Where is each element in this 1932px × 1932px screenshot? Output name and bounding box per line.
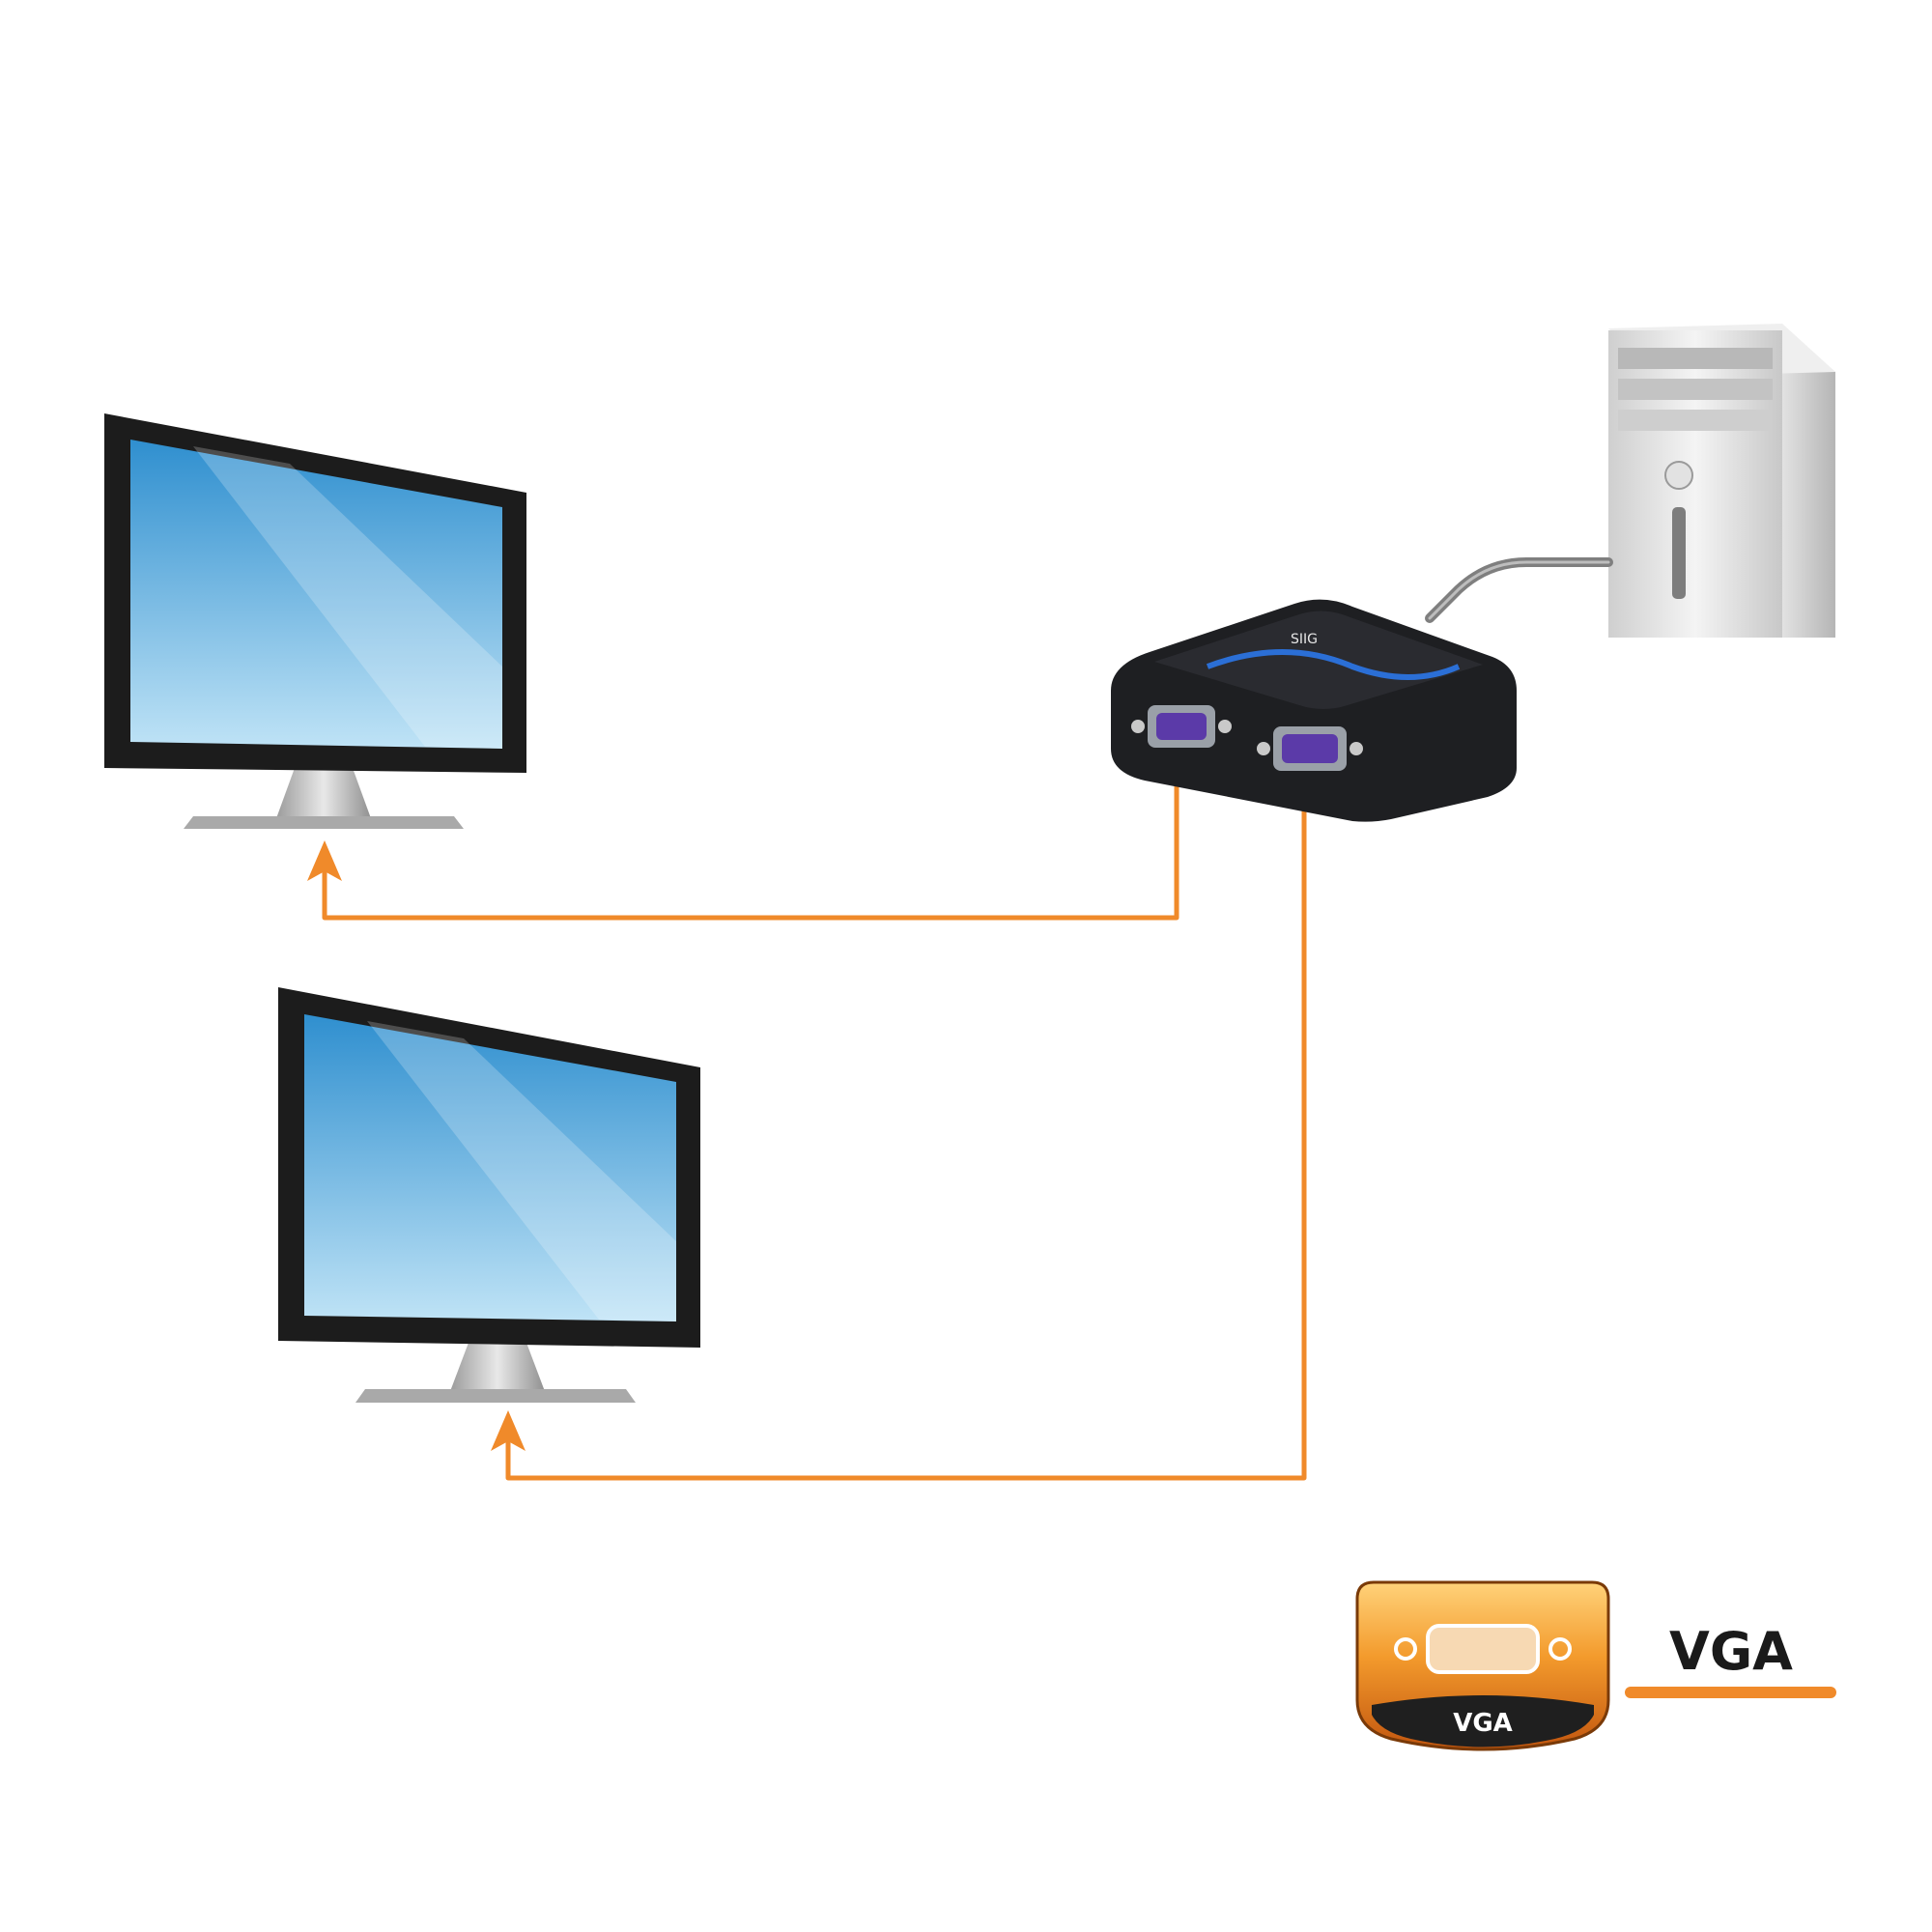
connection-to-monitor-1: [322, 763, 1179, 921]
legend: VGA VGA: [1355, 1580, 1836, 1751]
splitter-accent-stripe: [1206, 649, 1461, 680]
monitor-1-screen: [130, 440, 502, 749]
tower-drive-bay-3: [1618, 410, 1773, 431]
monitor-1-stand-neck: [275, 768, 372, 821]
tower-front: [1608, 330, 1782, 638]
vga-badge-screw-right: [1548, 1637, 1572, 1661]
vga-connections: [307, 763, 1307, 1481]
arrow-to-monitor-1: [307, 840, 342, 881]
vga-badge-text: VGA: [1453, 1709, 1513, 1738]
monitor-icon: [104, 413, 526, 829]
tower-power-button: [1664, 461, 1693, 490]
tower-drive-bay-2: [1618, 379, 1773, 400]
vga-badge-screw-left: [1394, 1637, 1417, 1661]
monitor-2-stand-base: [355, 1389, 636, 1403]
computer-cable-highlight: [1428, 560, 1610, 620]
monitor-2-stand-neck: [449, 1343, 546, 1394]
vga-splitter-icon: SIIG: [1111, 599, 1517, 822]
monitor-1-glare: [193, 446, 502, 749]
desktop-tower-icon: [1608, 324, 1835, 638]
tower-side: [1782, 328, 1835, 638]
monitor-2-glare: [367, 1021, 676, 1321]
monitor-icon: [278, 987, 700, 1403]
monitor-1-stand-base: [184, 816, 464, 829]
device-brand: SIIG: [1291, 632, 1318, 647]
vga-connector-icon: VGA: [1355, 1580, 1610, 1751]
tower-slot: [1672, 507, 1686, 599]
vga-port-2: [1257, 726, 1363, 771]
tower-drive-bay-1: [1618, 348, 1773, 369]
vga-badge-banner: [1372, 1695, 1594, 1747]
monitor-2-screen: [304, 1014, 676, 1321]
arrow-to-monitor-2: [491, 1410, 526, 1451]
legend-line-label: VGA: [1669, 1621, 1793, 1682]
connection-to-monitor-2: [505, 763, 1307, 1481]
vga-badge-connector: [1426, 1624, 1540, 1674]
splitter-top: [1154, 611, 1483, 709]
vga-port-1: [1131, 705, 1232, 748]
